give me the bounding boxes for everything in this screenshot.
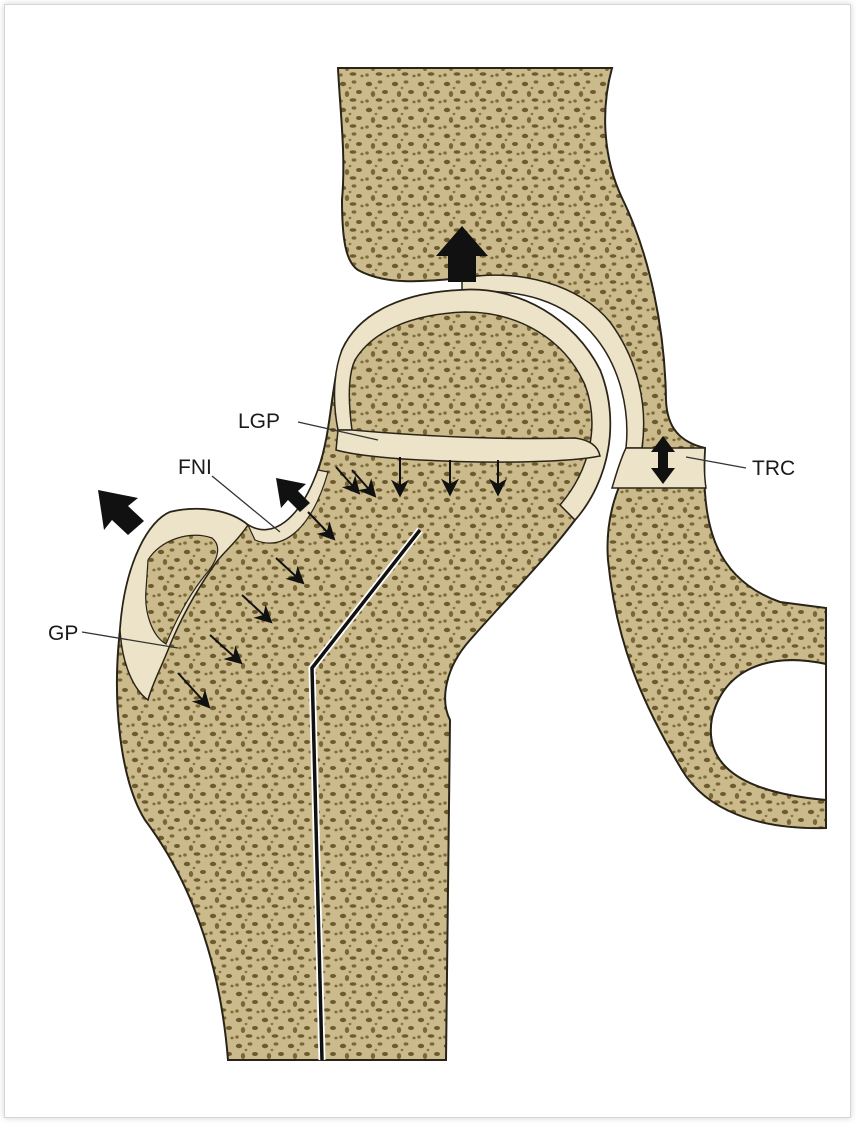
label-lgp: LGP bbox=[238, 410, 280, 433]
label-fni: FNI bbox=[178, 456, 212, 479]
femur-bone bbox=[117, 290, 610, 1060]
label-trc: TRC bbox=[752, 457, 795, 480]
large-arrow-icon bbox=[98, 490, 144, 535]
large-arrow-icon bbox=[276, 478, 310, 512]
label-gp: GP bbox=[48, 622, 78, 645]
